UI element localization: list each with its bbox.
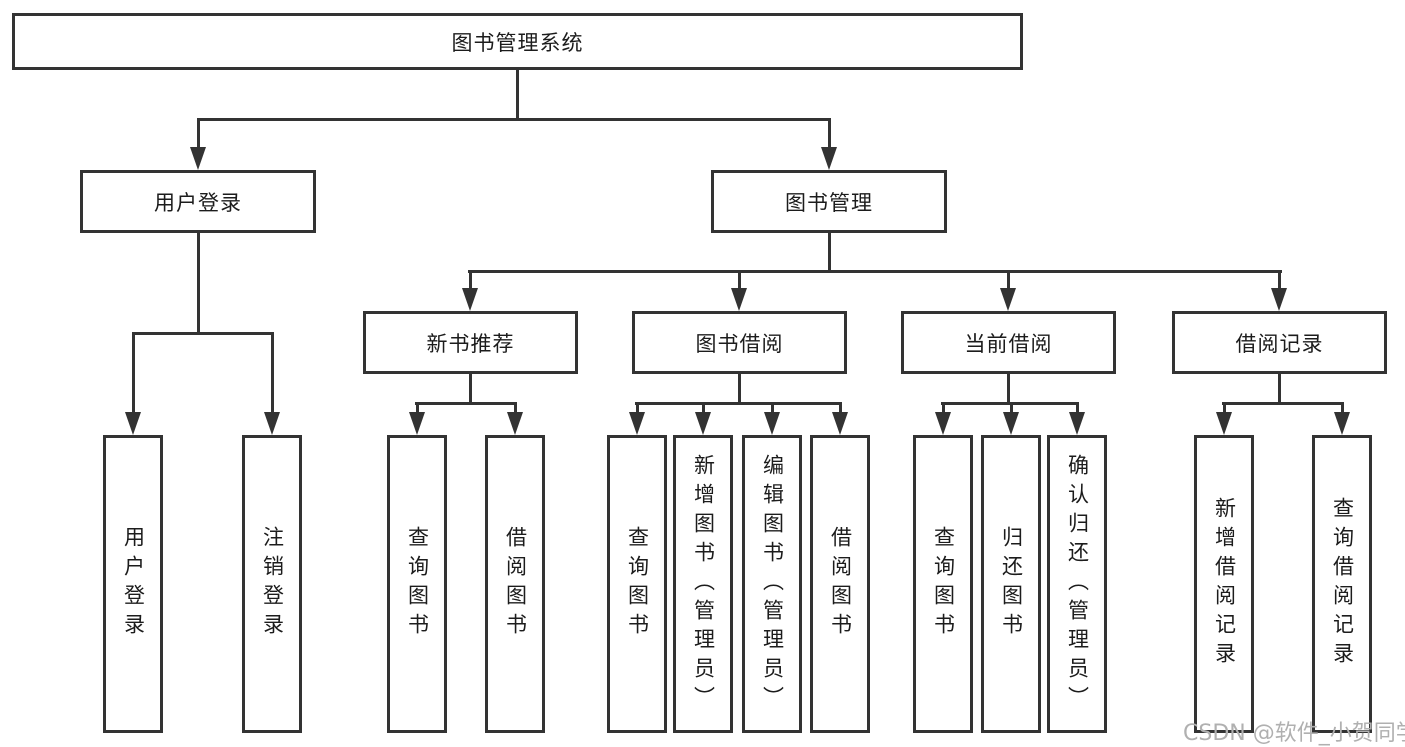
- arrow-to-leaf: [695, 412, 711, 435]
- arrow-to-book-mgmt: [821, 147, 837, 170]
- connector-current-borrow-stem: [1007, 374, 1010, 404]
- leaf-label: 新增借阅记录: [1212, 497, 1237, 671]
- connector-book-borrow-stem: [738, 374, 741, 404]
- leaf-borrow-books: 借阅图书: [810, 435, 870, 733]
- connector-drop-borrow-records: [1278, 270, 1281, 289]
- connector-user-login-stem: [197, 233, 200, 334]
- connector-user-login-rail: [132, 332, 274, 335]
- connector-leaf-stem: [1010, 402, 1013, 412]
- arrow-to-leaf: [764, 412, 780, 435]
- arrow-to-logout-leaf: [264, 412, 280, 435]
- leaf-edit-books-admin: 编辑图书（管理员）: [742, 435, 802, 733]
- connector-drop-book-borrow: [738, 270, 741, 289]
- leaf-add-books-admin: 新增图书（管理员）: [673, 435, 733, 733]
- arrow-to-leaf: [409, 412, 425, 435]
- leaf-query-borrow-record: 查询借阅记录: [1312, 435, 1372, 733]
- leaf-query-books-borrowing: 查询图书: [607, 435, 667, 733]
- leaf-label: 查询图书: [405, 526, 430, 642]
- leaf-label: 用户登录: [121, 526, 146, 642]
- leaf-label: 编辑图书（管理员）: [760, 453, 785, 715]
- arrow-to-borrow-records: [1271, 288, 1287, 311]
- leaf-add-borrow-record: 新增借阅记录: [1194, 435, 1254, 733]
- connector-leaf-stem: [1076, 402, 1079, 412]
- leaf-label: 确认归还（管理员）: [1065, 453, 1090, 715]
- connector-book-mgmt-stem: [828, 233, 831, 272]
- arrow-to-leaf: [1216, 412, 1232, 435]
- leaf-label: 查询图书: [625, 526, 650, 642]
- connector-new-book-stem: [469, 374, 472, 404]
- leaf-query-books-current: 查询图书: [913, 435, 973, 733]
- connector-level3-rail: [468, 270, 1282, 273]
- connector-leaf-stem: [636, 402, 639, 412]
- arrow-to-leaf: [832, 412, 848, 435]
- node-root: 图书管理系统: [12, 13, 1023, 70]
- connector-level2-rail: [197, 118, 831, 121]
- connector-leaf-stem: [771, 402, 774, 412]
- leaf-label: 新增图书（管理员）: [691, 453, 716, 715]
- node-new-book-recommend: 新书推荐: [363, 311, 578, 374]
- arrow-to-leaf: [935, 412, 951, 435]
- node-book-borrowing: 图书借阅: [632, 311, 847, 374]
- node-borrowing-records: 借阅记录: [1172, 311, 1387, 374]
- connector-leaf-stem: [1223, 402, 1226, 412]
- connector-book-borrow-rail: [635, 402, 842, 405]
- leaf-query-books-recommend: 查询图书: [387, 435, 447, 733]
- leaf-label: 借阅图书: [828, 526, 853, 642]
- connector-leaf-stem: [416, 402, 419, 412]
- arrow-to-new-book: [462, 288, 478, 311]
- leaf-logout: 注销登录: [242, 435, 302, 733]
- leaf-user-login: 用户登录: [103, 435, 163, 733]
- arrow-to-leaf: [1069, 412, 1085, 435]
- connector-drop-book-mgmt: [828, 118, 831, 149]
- connector-leaf-stem: [1341, 402, 1344, 412]
- leaf-label: 借阅图书: [503, 526, 528, 642]
- connector-new-book-rail: [415, 402, 517, 405]
- connector-root-stem: [516, 70, 519, 120]
- connector-drop-user-login: [197, 118, 200, 149]
- arrow-to-current-borrow: [1000, 288, 1016, 311]
- leaf-borrow-books-recommend: 借阅图书: [485, 435, 545, 733]
- connector-drop-login-leaf: [132, 332, 135, 414]
- arrow-to-user-login: [190, 147, 206, 170]
- arrow-to-leaf: [1003, 412, 1019, 435]
- arrow-to-leaf: [629, 412, 645, 435]
- arrow-to-login-leaf: [125, 412, 141, 435]
- arrow-to-leaf: [1334, 412, 1350, 435]
- node-user-login: 用户登录: [80, 170, 316, 233]
- node-book-management: 图书管理: [711, 170, 947, 233]
- connector-leaf-stem: [702, 402, 705, 412]
- leaf-label: 归还图书: [999, 526, 1024, 642]
- leaf-confirm-return-admin: 确认归还（管理员）: [1047, 435, 1107, 733]
- connector-borrow-records-stem: [1278, 374, 1281, 404]
- connector-leaf-stem: [514, 402, 517, 412]
- arrow-to-book-borrow: [731, 288, 747, 311]
- connector-drop-current-borrow: [1007, 270, 1010, 289]
- csdn-watermark: CSDN @软件_小贺同学: [1183, 721, 1405, 746]
- leaf-label: 注销登录: [260, 526, 285, 642]
- connector-drop-logout-leaf: [271, 332, 274, 414]
- arrow-to-leaf: [507, 412, 523, 435]
- connector-leaf-stem: [942, 402, 945, 412]
- leaf-return-books: 归还图书: [981, 435, 1041, 733]
- leaf-label: 查询借阅记录: [1330, 497, 1355, 671]
- connector-borrow-records-rail: [1222, 402, 1344, 405]
- leaf-label: 查询图书: [931, 526, 956, 642]
- connector-leaf-stem: [839, 402, 842, 412]
- node-current-borrowing: 当前借阅: [901, 311, 1116, 374]
- connector-drop-new-book: [469, 270, 472, 289]
